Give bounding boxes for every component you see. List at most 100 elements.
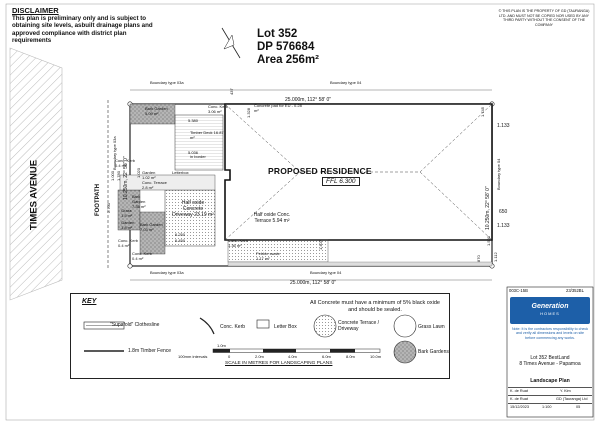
area-concrete-pad: Concrete pad for EU - 0.28 m² (254, 103, 302, 113)
scale-label-1: 2.0m (255, 354, 264, 359)
street-hatch (9, 47, 63, 301)
dim-1500: 1.500 (486, 235, 491, 246)
boundary-bottom-left: Boundary type 03a (150, 270, 184, 275)
terrace-small (119, 174, 216, 191)
key-fence-label: 1.8m Timber Fence (128, 348, 172, 354)
lot-area: Area 256m² (257, 54, 320, 66)
area-bark-lower: Bark Garden 7.03 m² (140, 222, 163, 232)
house-label: PROPOSED RESIDENCE (268, 166, 372, 176)
street-name: TIMES AVENUE (28, 159, 40, 231)
key-concrete-label: Concrete Terrace / Driveway (338, 320, 380, 332)
contractor-note: Note: It is the contractors responsibili… (511, 327, 589, 340)
dim-1745: 1.745 (480, 106, 485, 117)
key-clothesline-label: "Supafold" Clothesline (110, 322, 160, 328)
address-line1: Lot 352 BestLand (530, 355, 570, 361)
scale-caption: SCALE IN METRES FOR LANDSCAPING PLANS (225, 361, 333, 366)
driveway (164, 189, 216, 247)
date: 15/12/2023 (510, 405, 530, 409)
dim-650: 650 (499, 209, 508, 215)
scale-interval-label: 100mm intervals (178, 354, 208, 359)
plan-title: Landscape Plan (530, 378, 570, 384)
area-conc-terrace-small: Conc. Terrace 2.8 m² (142, 180, 167, 190)
area-garden-left: Garden 1.02 m² (142, 170, 156, 180)
area-conc-kerb-top: Conc. Kerb 3.06 m² (208, 104, 229, 114)
company-logo: Generation HOMES (510, 297, 590, 324)
key-conc-kerb-label: Conc. Kerb (220, 324, 246, 330)
dim-1407: 1.407 (318, 239, 323, 250)
area-garden-mid: Garden 1.8 m² (121, 220, 135, 230)
area-conc-kerb-bl: Conc. Kerb 0.4 m² (132, 251, 153, 261)
key-letterbox-label: Letter Box (274, 324, 297, 330)
boundary-right: Boundary type 04 (496, 158, 501, 190)
disclaimer-text: This plan is preliminary only and is sub… (12, 15, 153, 45)
key-grass-label: Grass Lawn (418, 324, 445, 330)
dim-1133-top: 1.133 (497, 123, 510, 129)
dim-1133-bottom: 1.133 (497, 223, 510, 229)
key-box (70, 293, 450, 379)
bark-garden-top (129, 103, 176, 125)
dim-bottom: 25.000m, 112° 58' 0" (290, 280, 337, 286)
drawn-by: K. de Ruat (510, 389, 528, 393)
dim-5380: 5.380 (188, 118, 199, 123)
house-outline (224, 103, 493, 241)
bark-garden-lower (139, 211, 166, 255)
dim-1780: 1.780 (116, 170, 121, 181)
scale: 1:100 (542, 405, 552, 409)
checked-by: Y. Kim (560, 389, 571, 393)
logo-line2: HOMES (540, 311, 560, 316)
ffl-label: FFL 6.300 (322, 177, 360, 186)
scale-label-2: 4.0m (288, 354, 297, 359)
key-clothesline-icon (83, 321, 125, 330)
dim-top: 25.000m, 112° 58' 0" (285, 97, 332, 103)
dim-6250: 6.250 (175, 232, 186, 237)
lot-info: Lot 352 DP 576684 Area 256m² (257, 28, 319, 67)
copyright-notice: © THIS PLAN IS THE PROPERTY OF GD (TAURA… (498, 9, 590, 27)
designed-by: K. de Ruat (510, 397, 528, 401)
lot-number: Lot 352 (257, 28, 298, 40)
pebble-swale (227, 261, 493, 267)
key-letterbox-icon (256, 319, 270, 329)
area-conc-kerb-left: Conc. Kerb 0.4 m² (115, 158, 136, 168)
dim-1020: 1.020 (136, 167, 141, 178)
dim-right: 10.250m, 22° 58' 0" (485, 186, 491, 230)
scale-label-4: 8.0m (346, 354, 355, 359)
scale-top-label: 1.0m (217, 343, 226, 348)
drawing-code: 003C-15B (509, 288, 528, 293)
key-bark-label: Bark Gardens (418, 349, 449, 355)
scale-label-0: 0 (228, 354, 231, 359)
dim-5036: 5.036 (188, 150, 199, 155)
key-conc-kerb-icon (199, 317, 215, 335)
title-row-1: K. de Ruat Y. Kim (508, 387, 592, 395)
job-number: 23/352BL (566, 288, 584, 293)
title-row-2: K. de Ruat GD (Tauranga) Ltd (508, 395, 592, 403)
area-pebble-swale: Pebble swale 1.17 m² (256, 251, 280, 261)
area-conc-kerb-bm: Conc. Kerb 1.36 m² (228, 238, 249, 248)
boundary-top-left: Boundary type 03a (150, 80, 184, 85)
key-concrete-icon (313, 314, 337, 338)
drawing-frame (5, 3, 595, 421)
area-bark-left: Bark Garden 7.35 m² (132, 194, 146, 209)
lot-address: Lot 352 BestLand 8 Times Avenue - Papamo… (508, 355, 592, 367)
disclaimer-title: DISCLAIMER (12, 6, 59, 15)
concrete-note: All Concrete must have a minimum of 5% b… (310, 300, 440, 313)
key-bark-icon (393, 340, 417, 364)
boundary-top-right: Boundary type 04 (330, 80, 362, 85)
dim-437: 437 (229, 88, 234, 95)
dim-1112: 1.112 (493, 252, 498, 262)
logo-line1: Generation (531, 303, 569, 310)
dim-870: 870 (476, 255, 481, 262)
dim-6450: 6.450 (175, 238, 186, 243)
north-arrow-icon (221, 27, 241, 59)
sheet-number: 05 (576, 405, 581, 409)
timber-deck (174, 114, 224, 171)
area-letterbox: Letterbox (172, 170, 189, 175)
client: GD (Tauranga) Ltd (556, 397, 588, 401)
boundary-bottom-right: Boundary type 04 (310, 270, 342, 275)
footpath-label: FOOTPATH (95, 183, 101, 217)
dim-2700: 2.700 (106, 202, 111, 213)
area-in-border: in border (190, 154, 206, 159)
title-row-3: 15/12/2023 1:100 05 (508, 403, 592, 411)
area-timber-deck: Timber Deck 16.87 m² (190, 130, 224, 140)
dim-1328: 1.328 (246, 107, 251, 118)
